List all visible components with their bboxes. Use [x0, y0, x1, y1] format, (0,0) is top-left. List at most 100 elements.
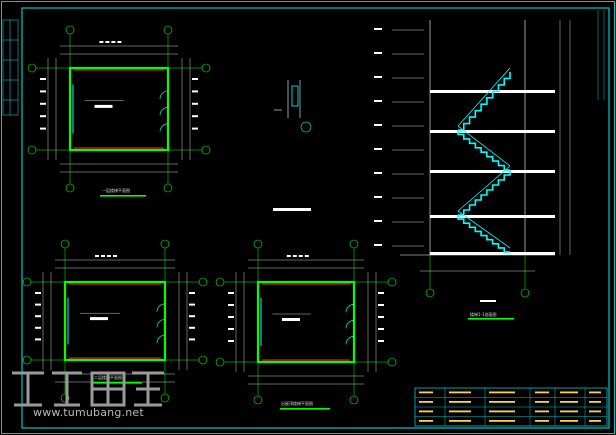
stair-flight: [457, 130, 510, 171]
dim-text: [113, 255, 117, 257]
plan-roof-exit: [215, 239, 397, 405]
elev-mark: [374, 100, 382, 102]
right-edge-marks: [597, 10, 605, 100]
title-cell-text: [489, 391, 515, 394]
stair-flight: [458, 72, 511, 131]
title-cell-text: [419, 391, 433, 394]
side-tag: [35, 326, 41, 329]
elev-mark: [374, 148, 382, 150]
side-tag: [378, 316, 384, 318]
section-tag: [480, 300, 496, 302]
caption-underline: [280, 408, 330, 410]
title-block: [414, 387, 608, 427]
drawing-frame: [21, 7, 610, 429]
side-tag: [378, 292, 384, 294]
side-tag: [378, 340, 384, 342]
axis-bubble: [201, 63, 211, 73]
dim-text: [117, 41, 122, 43]
floor-slab: [430, 215, 555, 218]
axis-bubble: [163, 183, 173, 193]
elev-mark: [374, 244, 382, 246]
axis-bubble: [198, 355, 208, 365]
side-tag: [228, 340, 234, 342]
caption-underline: [100, 195, 146, 197]
side-tag: [189, 315, 195, 318]
stair-label: [94, 104, 113, 108]
dim-text: [101, 255, 105, 257]
title-cell-text: [560, 401, 578, 403]
door-swing: [345, 320, 355, 329]
side-tag: [189, 326, 195, 329]
title-cell-text: [449, 401, 471, 403]
elev-mark: [374, 52, 382, 54]
axis-bubble: [160, 239, 170, 249]
detail-post: [291, 85, 299, 107]
title-cell-text: [535, 410, 549, 413]
elev-mark: [374, 76, 382, 78]
axis-bubble: [253, 239, 263, 249]
dim-text: [95, 255, 99, 257]
elev-mark: [374, 28, 382, 30]
plan-walls: [68, 66, 170, 152]
dim-text: [286, 255, 291, 257]
dim-text: [105, 41, 110, 43]
side-tag: [40, 115, 46, 118]
title-cell-text: [535, 391, 549, 394]
axis-bubble: [27, 145, 37, 155]
axis-bubble: [253, 395, 263, 405]
plan-second-floor: [22, 239, 208, 403]
title-cell-text: [449, 420, 471, 422]
side-tag: [35, 315, 41, 318]
plan-walls: [63, 280, 167, 362]
plan-first-floor: [27, 25, 211, 193]
door-swing: [159, 90, 169, 99]
title-cell-text: [589, 410, 601, 413]
title-cell-text: [489, 420, 515, 422]
door-swing: [345, 336, 355, 345]
caption-plan-1: 一层楼梯平面图: [102, 188, 130, 193]
caption-underline: [92, 382, 142, 384]
stair-flight: [458, 170, 511, 216]
side-tag: [189, 338, 195, 341]
side-tag: [189, 303, 195, 306]
door-swing: [345, 304, 355, 313]
axis-bubble: [160, 393, 170, 403]
axis-bubble: [198, 277, 208, 287]
side-tag: [35, 303, 41, 306]
axis-bubble: [65, 25, 75, 35]
dim-text: [292, 255, 297, 257]
side-tag: [192, 115, 198, 118]
side-tag: [228, 292, 234, 294]
title-cell-text: [589, 391, 601, 394]
axis-bubble: [387, 277, 397, 287]
side-tag: [192, 90, 198, 93]
axis-bubble: [22, 277, 32, 287]
side-tag: [35, 292, 41, 294]
elev-mark: [374, 196, 382, 198]
dim-text: [304, 255, 309, 257]
axis-bubble: [201, 145, 211, 155]
side-tag: [378, 328, 384, 330]
stair-label: [90, 317, 108, 321]
axis-bubble: [60, 239, 70, 249]
axis-bubble: [387, 357, 397, 367]
title-cell-text: [419, 401, 433, 403]
axis-bubble: [27, 63, 37, 73]
side-tag: [192, 78, 198, 80]
binding-strip: [2, 19, 19, 116]
side-tag: [189, 292, 195, 294]
side-tag: [40, 78, 46, 80]
side-tag: [40, 90, 46, 93]
title-cell-text: [489, 401, 515, 403]
elev-mark: [374, 124, 382, 126]
dim-text: [111, 41, 116, 43]
title-cell-text: [419, 410, 433, 413]
axis-bubble: [300, 121, 312, 133]
axis-bubble: [163, 25, 173, 35]
caption-underline: [468, 318, 514, 320]
axis-bubble: [22, 355, 32, 365]
side-tag: [35, 338, 41, 341]
caption-section: 楼梯1-1剖面图: [470, 312, 497, 317]
